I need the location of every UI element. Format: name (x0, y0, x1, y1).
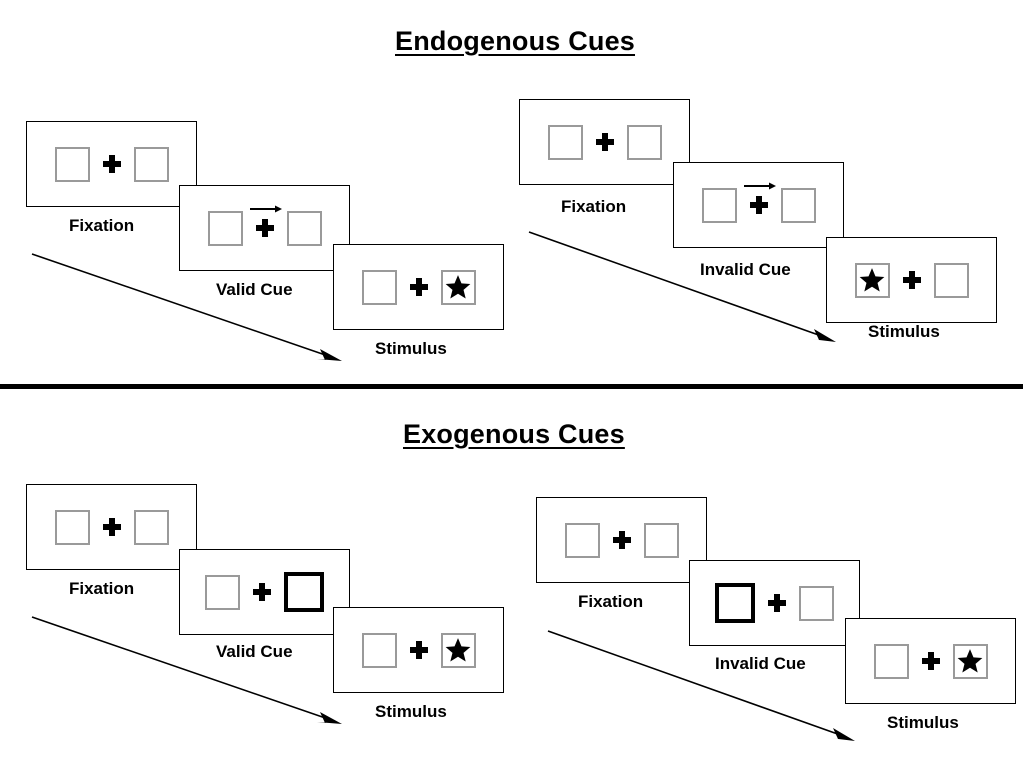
placeholder-box-right (952, 643, 988, 679)
fixation-cross-slot (595, 133, 614, 151)
fixation-cross-slot (249, 205, 282, 237)
panel-endogenous-invalid-cue (673, 162, 844, 248)
caption-exogenous-invalid-stimulus: Stimulus (887, 713, 959, 732)
placeholder-box-right (286, 210, 322, 246)
panel-exogenous-invalid-cue (689, 560, 860, 646)
caption-exogenous-invalid-cue: Invalid Cue (715, 654, 806, 673)
placeholder-box-left (564, 522, 600, 558)
section-divider (0, 384, 1023, 389)
caption-exogenous-valid-stimulus: Stimulus (375, 702, 447, 721)
arrow-right-cue-icon (249, 205, 282, 213)
panel-content (690, 561, 859, 645)
caption-endogenous-invalid-fixation: Fixation (561, 197, 627, 216)
caption-endogenous-invalid-stimulus: Stimulus (868, 322, 940, 341)
panel-content (537, 498, 706, 582)
panel-content (520, 100, 689, 184)
fixation-cross-icon (409, 278, 428, 296)
panel-endogenous-valid-fixation (26, 121, 197, 207)
panel-content (334, 608, 503, 692)
star-icon (445, 638, 471, 662)
caption-endogenous-invalid-cue: Invalid Cue (700, 260, 791, 279)
panel-content (27, 122, 196, 206)
panel-content (827, 238, 996, 322)
fixation-cross-slot (253, 583, 271, 601)
fixation-cross-icon (768, 594, 786, 612)
star-icon (957, 649, 983, 673)
caption-endogenous-valid-fixation: Fixation (69, 216, 135, 235)
panel-content (27, 485, 196, 569)
caption-endogenous-valid-cue: Valid Cue (216, 280, 293, 299)
fixation-cross-slot (102, 155, 121, 173)
panel-content (674, 163, 843, 247)
placeholder-box-right (643, 522, 679, 558)
panel-exogenous-invalid-fixation (536, 497, 707, 583)
placeholder-box-left (361, 269, 397, 305)
fixation-cross-icon (902, 271, 921, 289)
placeholder-box-left (547, 124, 583, 160)
placeholder-box-left (701, 187, 737, 223)
placeholder-box-left (854, 262, 890, 298)
arrow-right-cue-icon (743, 182, 776, 190)
panel-content (334, 245, 503, 329)
fixation-cross-icon (255, 219, 274, 237)
panel-content (180, 186, 349, 270)
placeholder-box-right (440, 632, 476, 668)
section-title-exogenous: Exogenous Cues (403, 419, 625, 449)
placeholder-box-left-cued (715, 583, 755, 623)
panel-exogenous-valid-fixation (26, 484, 197, 570)
fixation-cross-slot (612, 531, 631, 549)
placeholder-box-left (207, 210, 243, 246)
panel-exogenous-invalid-stimulus (845, 618, 1016, 704)
fixation-cross-slot (902, 271, 921, 289)
fixation-cross-icon (921, 652, 940, 670)
placeholder-box-right-cued (284, 572, 324, 612)
caption-exogenous-invalid-fixation: Fixation (578, 592, 644, 611)
caption-endogenous-valid-stimulus: Stimulus (375, 339, 447, 358)
placeholder-box-left (54, 509, 90, 545)
caption-exogenous-valid-cue: Valid Cue (216, 642, 293, 661)
placeholder-box-right (933, 262, 969, 298)
fixation-cross-icon (749, 196, 768, 214)
placeholder-box-left (205, 574, 240, 610)
placeholder-box-right (626, 124, 662, 160)
panel-endogenous-invalid-fixation (519, 99, 690, 185)
panel-exogenous-valid-cue (179, 549, 350, 635)
star-icon (859, 268, 885, 292)
placeholder-box-right (780, 187, 816, 223)
fixation-cross-icon (409, 641, 428, 659)
panel-exogenous-valid-stimulus (333, 607, 504, 693)
fixation-cross-icon (102, 155, 121, 173)
fixation-cross-slot (768, 594, 786, 612)
placeholder-box-right (133, 509, 169, 545)
panel-endogenous-invalid-stimulus (826, 237, 997, 323)
fixation-cross-slot (102, 518, 121, 536)
fixation-cross-slot (409, 278, 428, 296)
fixation-cross-slot (743, 182, 776, 214)
placeholder-box-right (799, 585, 834, 621)
fixation-cross-slot (921, 652, 940, 670)
fixation-cross-icon (612, 531, 631, 549)
placeholder-box-right (440, 269, 476, 305)
fixation-cross-icon (595, 133, 614, 151)
placeholder-box-right (133, 146, 169, 182)
section-title-endogenous: Endogenous Cues (395, 26, 636, 56)
fixation-cross-slot (409, 641, 428, 659)
star-icon (445, 275, 471, 299)
panel-endogenous-valid-cue (179, 185, 350, 271)
caption-exogenous-valid-fixation: Fixation (69, 579, 135, 598)
placeholder-box-left (873, 643, 909, 679)
panel-endogenous-valid-stimulus (333, 244, 504, 330)
panel-content (180, 550, 349, 634)
placeholder-box-left (361, 632, 397, 668)
placeholder-box-left (54, 146, 90, 182)
panel-content (846, 619, 1015, 703)
fixation-cross-icon (102, 518, 121, 536)
fixation-cross-icon (253, 583, 271, 601)
